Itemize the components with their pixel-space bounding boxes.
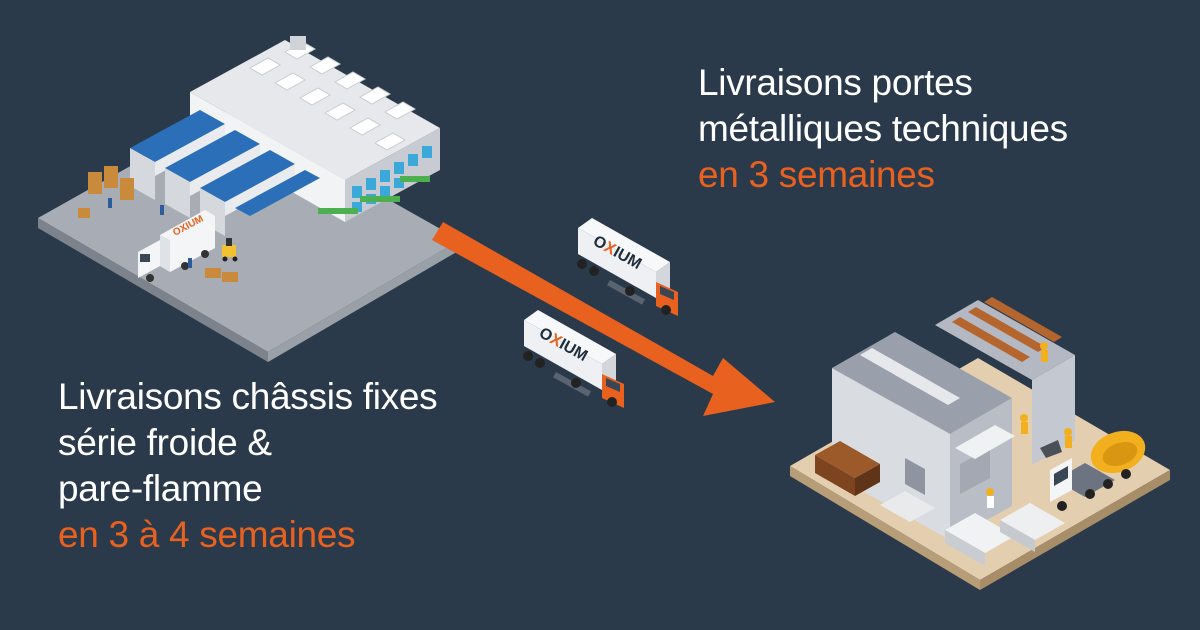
bottom-delivery-text: Livraisons châssis fixes série froide & … <box>58 374 438 558</box>
delivery-truck-icon: OXIUM <box>523 310 624 408</box>
top-delivery-text: Livraisons portes métalliques techniques… <box>698 60 1068 198</box>
arrow-icon <box>432 222 775 416</box>
bottom-text-line-2: série froide & <box>58 422 272 463</box>
top-text-line-2: métalliques techniques <box>698 108 1068 149</box>
bottom-text-delay: en 3 à 4 semaines <box>58 514 356 555</box>
construction-site-icon <box>790 297 1170 590</box>
delivery-truck-icon: OXIUM <box>577 218 678 316</box>
warehouse-icon: OXIUM <box>38 36 460 362</box>
bottom-text-line-1: Livraisons châssis fixes <box>58 376 438 417</box>
top-text-line-1: Livraisons portes <box>698 62 973 103</box>
bottom-text-line-3: pare-flamme <box>58 468 263 509</box>
top-text-delay: en 3 semaines <box>698 154 935 195</box>
